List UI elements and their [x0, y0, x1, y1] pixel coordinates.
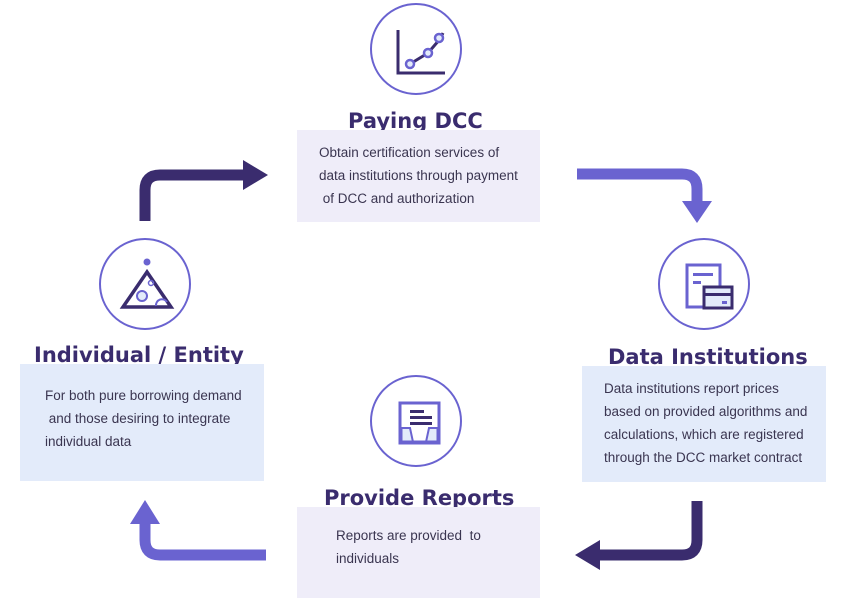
text-line: individual data [45, 434, 132, 449]
paying-dcc-title: Paying DCC [348, 109, 483, 133]
text-line: based on provided algorithms and [604, 404, 808, 419]
arrow-head [243, 160, 268, 190]
text-line: Data institutions report prices [604, 381, 779, 396]
text-line: data institutions through payment [319, 168, 518, 183]
chart-growth-icon [370, 3, 462, 95]
arrow-individual-to-paying [139, 169, 245, 221]
individual-entity-title: Individual / Entity [34, 343, 244, 367]
arrow-reports-to-individual [139, 522, 266, 561]
text-line: and those desiring to integrate [45, 411, 231, 426]
provide-reports-title: Provide Reports [324, 486, 515, 510]
text-line: of DCC and authorization [319, 191, 475, 206]
arrow-head [682, 201, 712, 223]
individual-entity-description: For both pure borrowing demand and those… [20, 364, 264, 481]
text-line: For both pure borrowing demand [45, 388, 242, 403]
paying-dcc-description: Obtain certification services of data in… [297, 130, 540, 222]
text-line: Obtain certification services of [319, 145, 500, 160]
data-institutions-description: Data institutions report prices based on… [582, 366, 826, 482]
data-institutions-title: Data Institutions [608, 345, 808, 369]
report-tray-icon [370, 375, 462, 467]
text-line: through the DCC market contract [604, 450, 803, 465]
text-line: individuals [336, 551, 400, 566]
provide-reports-description: Reports are provided to individuals [297, 507, 540, 598]
document-card-icon [658, 238, 750, 330]
triangle-bubbles-icon [99, 238, 191, 330]
text-line: Reports are provided to [336, 528, 481, 543]
arrow-paying-to-institutions [577, 168, 703, 203]
arrow-head [130, 500, 160, 524]
text-line: calculations, which are registered [604, 427, 804, 442]
arrow-head [575, 540, 600, 570]
arrow-institutions-to-reports [598, 501, 703, 561]
